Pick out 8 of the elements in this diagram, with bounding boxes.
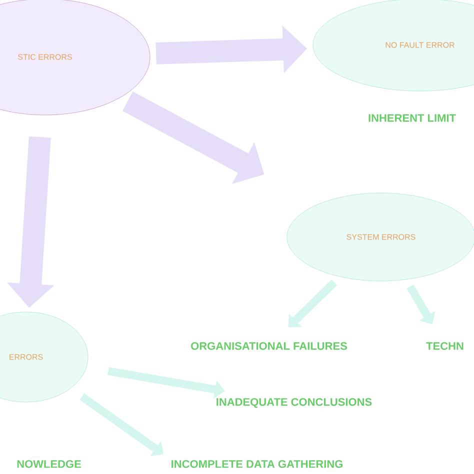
category-text: INCOMPLETE DATA GATHERING <box>172 460 342 468</box>
block-arrow <box>288 280 338 328</box>
block-arrow <box>406 284 436 324</box>
category-text: INHERENT LIMIT <box>368 114 456 122</box>
category-text: TECHN <box>426 342 464 350</box>
category-text: INADEQUATE CONCLUSIONS <box>216 398 372 408</box>
category-text: ORGANISATIONAL FAILURES <box>191 342 347 350</box>
category-text: NOWLEDGE <box>17 460 81 468</box>
